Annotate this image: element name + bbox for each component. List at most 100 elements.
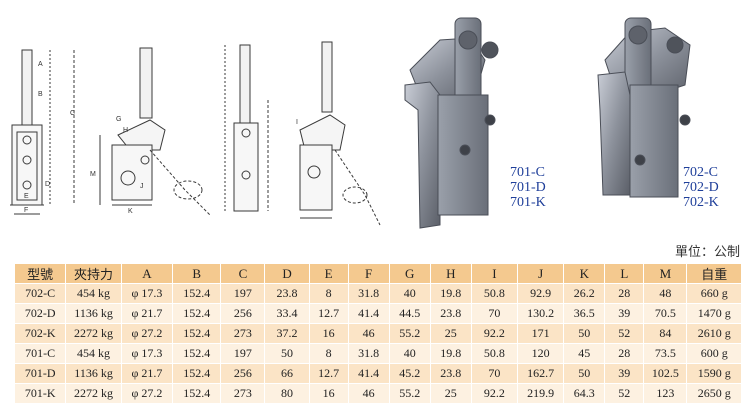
column-header: G: [388, 263, 431, 284]
column-header: D: [264, 263, 310, 284]
column-header: 型號: [13, 263, 67, 284]
table-cell: 1590 g: [686, 363, 742, 384]
table-cell: 36.5: [563, 303, 606, 324]
dim-label-f: F: [24, 207, 28, 214]
table-cell: φ 17.3: [120, 343, 174, 364]
table-cell: 50: [563, 363, 606, 384]
table-cell: 80: [264, 383, 310, 404]
dim-label-e: E: [24, 193, 29, 200]
table-cell: 273: [220, 383, 266, 404]
table-cell: 70.5: [643, 303, 688, 324]
table-cell: 45.2: [388, 363, 431, 384]
table-cell: 31.8: [347, 343, 390, 364]
table-cell: 8: [308, 283, 349, 304]
table-cell: 2650 g: [686, 383, 742, 404]
table-cell: 702-D: [13, 303, 67, 324]
table-cell: 702-K: [13, 323, 67, 344]
dim-label-h: H: [123, 127, 128, 134]
table-cell: 454 kg: [65, 343, 122, 364]
table-cell: 41.4: [347, 363, 390, 384]
table-cell: 1136 kg: [65, 303, 122, 324]
table-cell: 2272 kg: [65, 383, 122, 404]
model-labels-701: 701-C 701-D 701-K: [510, 165, 546, 210]
table-cell: 152.4: [172, 323, 222, 344]
table-cell: 19.8: [429, 343, 472, 364]
unit-note: 單位：公制: [674, 245, 740, 260]
table-cell: 701-C: [13, 343, 67, 364]
drawing-open-view: [299, 41, 381, 226]
dim-label-b: B: [38, 91, 43, 98]
table-cell: 46: [347, 383, 390, 404]
dim-label-a: A: [38, 61, 43, 68]
table-cell: 219.9: [517, 383, 565, 404]
table-cell: 45: [563, 343, 606, 364]
table-cell: 1470 g: [686, 303, 742, 324]
table-cell: 162.7: [517, 363, 565, 384]
column-header: E: [308, 263, 349, 284]
table-cell: 23.8: [264, 283, 310, 304]
table-cell: 52: [604, 323, 645, 344]
table-cell: 70: [470, 363, 519, 384]
column-header: 夾持力: [65, 263, 122, 284]
model-labels-702: 702-C 702-D 702-K: [683, 165, 719, 210]
column-header: J: [517, 263, 565, 284]
table-cell: 23.8: [429, 303, 472, 324]
dim-label-d: D: [45, 181, 50, 188]
table-cell: 55.2: [388, 323, 431, 344]
column-header: 自重: [686, 263, 742, 284]
table-cell: 28: [604, 343, 645, 364]
table-cell: 73.5: [643, 343, 688, 364]
drawing-side-view: [99, 47, 211, 216]
table-cell: 152.4: [172, 383, 222, 404]
table-cell: 92.2: [470, 383, 519, 404]
table-cell: 701-K: [13, 383, 67, 404]
table-cell: 40: [388, 283, 431, 304]
table-cell: 130.2: [517, 303, 565, 324]
column-header: K: [563, 263, 606, 284]
clamp-photo-701: [404, 17, 499, 229]
table-cell: 16: [308, 383, 349, 404]
table-cell: φ 21.7: [120, 363, 174, 384]
table-cell: 19.8: [429, 283, 472, 304]
table-cell: 12.7: [308, 303, 349, 324]
column-header: A: [120, 263, 174, 284]
table-cell: 84: [643, 323, 688, 344]
dim-label-j: J: [140, 183, 144, 190]
column-header: C: [220, 263, 266, 284]
column-header: B: [172, 263, 222, 284]
table-cell: 23.8: [429, 363, 472, 384]
table-cell: φ 27.2: [120, 383, 174, 404]
table-cell: φ 21.7: [120, 303, 174, 324]
model-label: 702-K: [683, 195, 719, 210]
table-cell: 66: [264, 363, 310, 384]
table-cell: 12.7: [308, 363, 349, 384]
table-cell: 256: [220, 303, 266, 324]
model-label: 701-D: [510, 180, 546, 195]
table-cell: 25: [429, 323, 472, 344]
table-cell: 44.5: [388, 303, 431, 324]
table-cell: 197: [220, 283, 266, 304]
table-cell: 25: [429, 383, 472, 404]
table-cell: 120: [517, 343, 565, 364]
column-header: L: [604, 263, 645, 284]
table-cell: 64.3: [563, 383, 606, 404]
column-header: I: [470, 263, 519, 284]
dim-label-k: K: [128, 208, 133, 215]
dim-label-g: G: [116, 116, 121, 123]
table-cell: 41.4: [347, 303, 390, 324]
column-header: M: [643, 263, 688, 284]
table-cell: 39: [604, 303, 645, 324]
table-cell: 702-C: [13, 283, 67, 304]
table-cell: 92.9: [517, 283, 565, 304]
table-cell: 50.8: [470, 283, 519, 304]
clamp-drawings: A B C D E F G H J K M: [10, 17, 691, 229]
dim-label-c: C: [70, 110, 75, 117]
table-cell: φ 17.3: [120, 283, 174, 304]
table-cell: 171: [517, 323, 565, 344]
table-cell: 48: [643, 283, 688, 304]
